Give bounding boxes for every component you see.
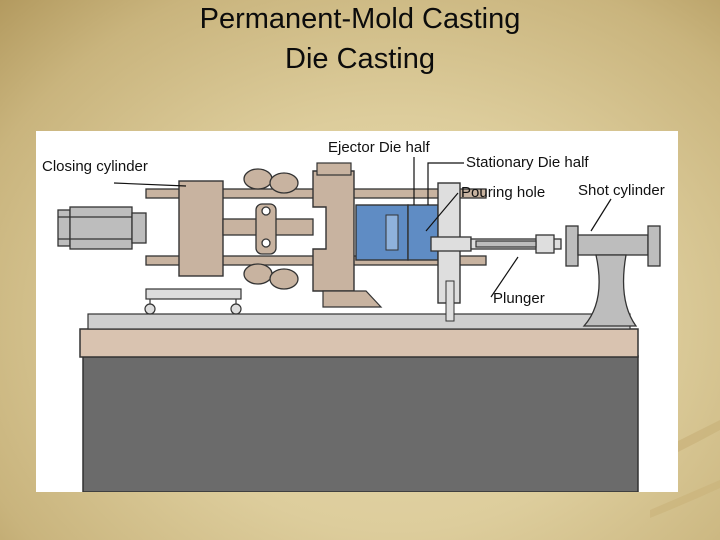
label-shot-cylinder: Shot cylinder xyxy=(578,182,665,199)
closing-cylinder xyxy=(57,206,147,250)
machine-base xyxy=(82,355,639,492)
shot-cylinder xyxy=(565,225,661,327)
plunger xyxy=(475,240,537,248)
label-stationary-die-half: Stationary Die half xyxy=(466,154,589,171)
label-plunger: Plunger xyxy=(493,290,545,307)
label-pouring-hole: Pouring hole xyxy=(461,184,545,201)
die-casting-machine-diagram: Closing cylinder Ejector Die half Statio… xyxy=(42,139,665,492)
machine-bed xyxy=(87,313,631,330)
slide-title-line1: Permanent-Mold Casting xyxy=(199,3,521,35)
machine-base-top xyxy=(79,328,639,358)
stationary-die-half xyxy=(407,204,439,261)
rear-platen xyxy=(178,180,224,277)
ejector-die-half xyxy=(355,204,409,261)
slide-title-line2: Die Casting xyxy=(285,43,435,75)
platen-foot xyxy=(322,290,383,308)
support-carriage xyxy=(144,288,242,315)
die-casting-diagram-panel: Closing cylinder Ejector Die half Statio… xyxy=(36,131,678,492)
label-closing-cylinder: Closing cylinder xyxy=(42,158,148,175)
moving-platen xyxy=(312,170,355,292)
toggle-linkage xyxy=(222,168,314,290)
leader-lines xyxy=(113,157,612,298)
label-ejector-die-half: Ejector Die half xyxy=(328,139,431,156)
